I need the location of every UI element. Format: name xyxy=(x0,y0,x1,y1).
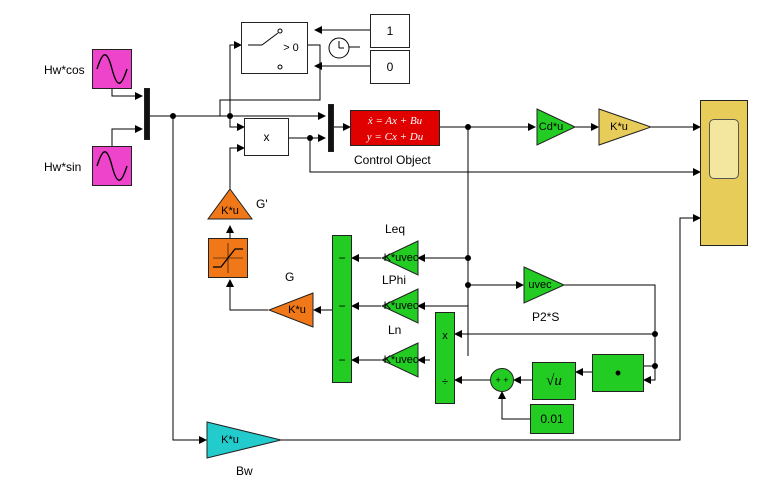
divide-sign: ÷ xyxy=(441,376,449,388)
bw-gain[interactable] xyxy=(206,421,282,459)
sum-circle-signs: + + xyxy=(495,375,509,385)
k-gain-top-text: K*u xyxy=(610,121,628,133)
p2s-gain[interactable] xyxy=(523,266,565,304)
lphi-gain[interactable] xyxy=(381,288,419,324)
saturation-block[interactable] xyxy=(208,238,248,278)
hw-cos-label: Hw*cos xyxy=(44,63,85,77)
constant-zero[interactable]: 0 xyxy=(370,50,410,84)
sine-wave-icon xyxy=(96,151,128,181)
lphi-gain-text: K*uvec xyxy=(383,300,419,312)
lphi-label: LPhi xyxy=(382,273,407,287)
cd-gain[interactable] xyxy=(536,108,576,146)
bw-gain-text: K*u xyxy=(221,434,239,446)
scope-block[interactable] xyxy=(700,100,748,246)
clock-icon xyxy=(328,37,350,59)
state-equation: ẋ = Ax + Bu xyxy=(367,114,423,127)
state-space-block[interactable]: ẋ = Ax + Bu y = Cx + Du xyxy=(350,110,440,146)
g-gain-text: K*u xyxy=(288,304,306,316)
p2s-gain-text: uvec xyxy=(528,279,552,291)
switch-block[interactable]: > 0 xyxy=(241,22,308,74)
product-sign: x xyxy=(442,330,448,342)
saturation-icon xyxy=(213,243,243,273)
product-divide-block[interactable]: x ÷ xyxy=(435,312,455,404)
hw-cos-source[interactable] xyxy=(92,49,132,89)
ln-gain[interactable] xyxy=(381,342,419,378)
g-gain[interactable] xyxy=(268,292,314,328)
clock-source[interactable] xyxy=(326,35,352,61)
sqrt-text: √u xyxy=(546,372,562,389)
g-label: G xyxy=(285,270,295,284)
switch-condition: > 0 xyxy=(283,42,299,54)
g-prime-text: K*u xyxy=(221,205,239,217)
sine-wave-icon xyxy=(96,54,128,84)
sum-sign-3: − xyxy=(338,353,346,367)
hw-sin-label: Hw*sin xyxy=(44,160,82,174)
output-equation: y = Cx + Du xyxy=(366,130,424,143)
scope-icon xyxy=(709,119,739,179)
bw-label: Bw xyxy=(236,464,253,478)
dot-product-block[interactable]: • xyxy=(592,354,644,392)
leq-label: Leq xyxy=(385,222,406,236)
constant-epsilon[interactable]: 0.01 xyxy=(530,404,574,434)
product-block[interactable]: x xyxy=(244,118,289,156)
sum-sign-2: − xyxy=(338,299,346,313)
leq-gain-text: K*uvec xyxy=(383,252,419,264)
g-prime-label: G' xyxy=(256,197,268,211)
p2s-label: P2*S xyxy=(532,310,560,324)
dot-text: • xyxy=(614,362,622,383)
sum-vertical[interactable]: − − − xyxy=(332,235,352,383)
hw-sin-source[interactable] xyxy=(92,146,132,186)
leq-gain[interactable] xyxy=(381,240,419,276)
k-gain-top[interactable] xyxy=(598,108,652,146)
sqrt-block[interactable]: √u xyxy=(532,362,576,400)
mux-input[interactable] xyxy=(144,88,150,140)
ln-gain-text: K*uvec xyxy=(383,354,419,366)
cd-gain-text: Cd*u xyxy=(538,121,564,133)
control-object-label: Control Object xyxy=(354,153,431,167)
g-prime-gain[interactable] xyxy=(207,188,253,220)
ln-label: Ln xyxy=(388,323,402,337)
constant-one[interactable]: 1 xyxy=(370,14,410,48)
sum-circle[interactable]: + + xyxy=(490,368,514,392)
mux-control[interactable] xyxy=(328,104,334,152)
switch-icon xyxy=(248,28,283,70)
sum-sign-1: − xyxy=(338,251,346,265)
